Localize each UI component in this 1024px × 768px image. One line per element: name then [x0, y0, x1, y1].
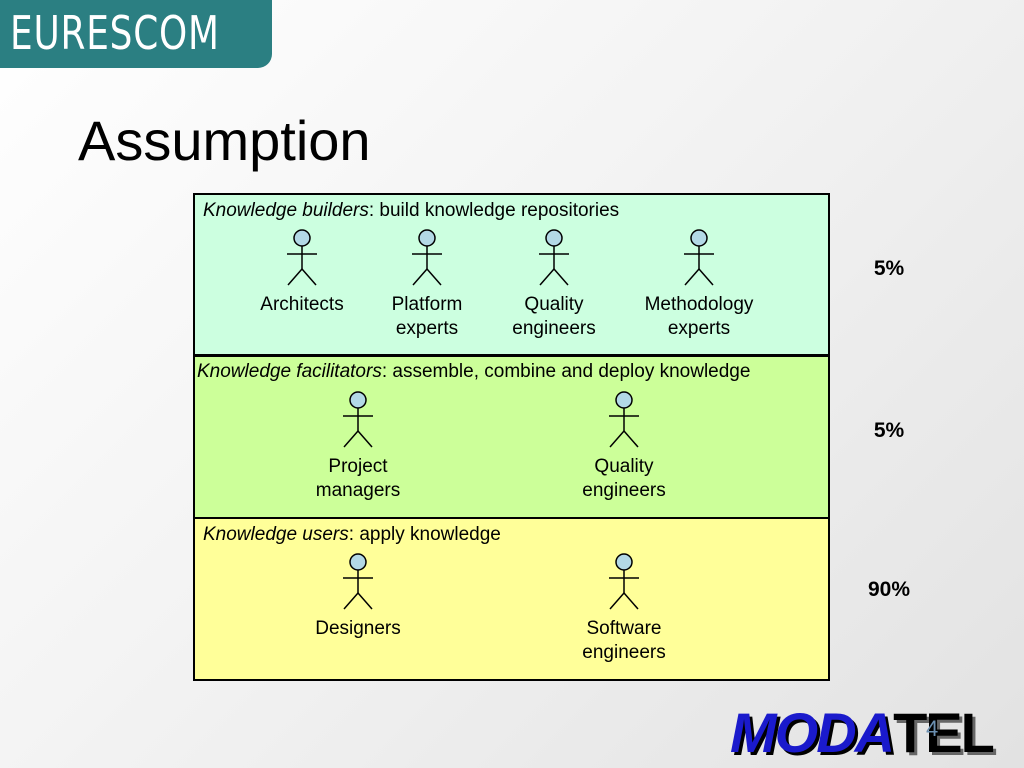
brand-part2: TEL [893, 701, 995, 764]
stick-figure-icon [412, 229, 442, 286]
role-description: : build knowledge repositories [368, 200, 620, 221]
eurescom-logo: EURESCOM [0, 0, 272, 68]
role-name: Knowledge users [203, 524, 349, 545]
brand-part1: MODA [730, 701, 895, 764]
actor-platform-experts: Platform experts [347, 229, 507, 341]
actor-label: Quality engineers [512, 294, 596, 339]
role-name: Knowledge builders [203, 200, 369, 221]
actor-methodology-experts: Methodology experts [619, 229, 779, 341]
panel-heading: Knowledge facilitators: assemble, combin… [197, 361, 750, 383]
panel-knowledge-users: Knowledge users: apply knowledge Designe… [193, 517, 830, 681]
role-description: : assemble, combine and deploy knowledge [381, 361, 751, 382]
panel-knowledge-facilitators: Knowledge facilitators: assemble, combin… [193, 355, 830, 519]
panel-heading: Knowledge builders: build knowledge repo… [203, 200, 619, 222]
actor-designers: Designers [278, 553, 438, 641]
page-title: Assumption [78, 109, 371, 172]
panel-heading: Knowledge users: apply knowledge [203, 524, 501, 546]
builders-percentage: 5% [873, 257, 905, 280]
actor-architects: Architects [222, 229, 382, 317]
stick-figure-icon [609, 553, 639, 610]
stick-figure-icon [343, 553, 373, 610]
actor-label: Methodology experts [644, 294, 754, 339]
actor-label: Designers [315, 618, 401, 639]
page-number: 4 [926, 716, 939, 741]
actor-label: Project managers [315, 456, 401, 501]
role-description: : apply knowledge [348, 524, 501, 545]
actor-label: Quality engineers [582, 456, 666, 501]
actor-label: Software engineers [582, 618, 666, 663]
logo-text: EURESCOM [10, 6, 220, 60]
stick-figure-icon [539, 229, 569, 286]
actor-project-managers: Project managers [278, 391, 438, 503]
actor-label: Platform experts [391, 294, 463, 339]
stick-figure-icon [287, 229, 317, 286]
panel-knowledge-builders: Knowledge builders: build knowledge repo… [193, 193, 830, 356]
role-name: Knowledge facilitators [197, 361, 382, 382]
users-percentage: 90% [867, 578, 911, 601]
modatel-logo: MODATEL [730, 700, 995, 765]
stick-figure-icon [609, 391, 639, 448]
facilitators-percentage: 5% [873, 419, 905, 442]
actor-label: Architects [260, 294, 344, 315]
actor-quality-engineers: Quality engineers [544, 391, 704, 503]
stick-figure-icon [684, 229, 714, 286]
stick-figure-icon [343, 391, 373, 448]
actor-quality-engineers: Quality engineers [474, 229, 634, 341]
actor-software-engineers: Software engineers [544, 553, 704, 665]
